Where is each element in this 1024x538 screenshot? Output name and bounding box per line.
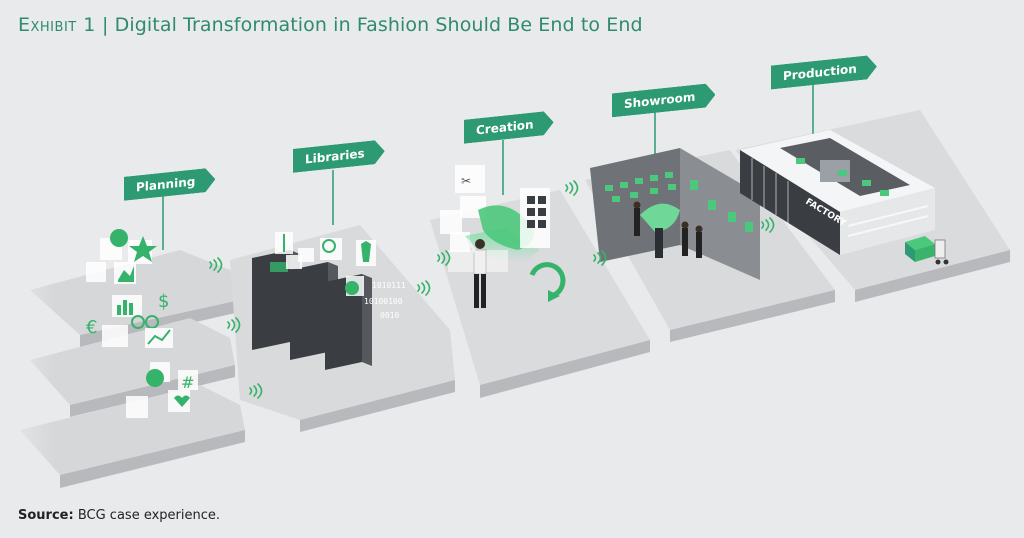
title-text: Digital Transformation in Fashion Should… [114,14,643,36]
svg-text:€: € [86,317,97,338]
wifi-icon [209,257,223,273]
wifi-icons [209,180,775,399]
wifi-icon [565,180,579,196]
creation-scene: ✂ [440,165,566,308]
svg-text:0010: 0010 [380,311,399,320]
wifi-icon [593,250,607,266]
wifi-icon [227,317,241,333]
planning-icons: $ € # [86,229,198,418]
svg-text:✂: ✂ [461,174,471,188]
svg-text:1010111: 1010111 [372,281,406,290]
wifi-icon [761,217,775,233]
wifi-icon [249,383,263,399]
exhibit-number: Exhibit 1 [18,14,96,36]
title-separator: | [101,14,109,36]
binary-data: 1010111 10100100 0010 [364,281,406,320]
source-note: Source: BCG case experience. [18,508,220,523]
showroom-room [590,148,760,280]
exhibit-title: Exhibit 1 | Digital Transformation in Fa… [18,14,643,36]
wifi-icon [417,280,431,296]
factory-building: FACTORY [740,130,949,265]
svg-text:#: # [181,373,194,392]
source-prefix: Source: [18,508,74,523]
source-text: BCG case experience. [77,508,221,523]
svg-text:10100100: 10100100 [364,297,403,306]
svg-text:$: $ [158,291,169,312]
server-racks [252,232,376,370]
wifi-icon [437,250,451,266]
